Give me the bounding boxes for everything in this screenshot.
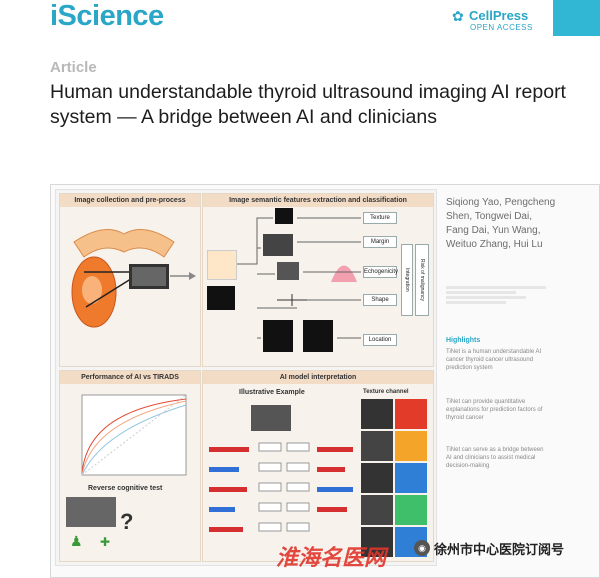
heatmap-grid xyxy=(361,399,427,557)
highlight-item: TiNet can serve as a bridge between AI a… xyxy=(446,447,544,469)
corner-accent xyxy=(553,0,600,36)
highlight-item: TiNet can provide quantitative explanati… xyxy=(446,399,543,421)
watermark-left: 淮海名医网 xyxy=(276,545,387,570)
panel-title: Image collection and pre-process xyxy=(60,194,200,207)
texture-patch xyxy=(275,208,293,224)
person-icon: ♟ xyxy=(70,533,83,549)
us-image-a xyxy=(66,497,116,527)
thyroid-illustration xyxy=(71,229,196,328)
journal-name: iScience xyxy=(50,0,164,32)
feature-box: Texture xyxy=(363,212,397,224)
correspondence-block xyxy=(446,284,546,306)
highlights-title: Highlights xyxy=(446,337,481,344)
illustrative-title: Illustrative Example xyxy=(239,389,305,396)
example-image xyxy=(251,405,291,431)
risk-box: Risk of malignancy xyxy=(415,244,429,316)
texture-channel-title: Texture channel xyxy=(363,389,409,395)
panel-title: Image semantic features extraction and c… xyxy=(203,194,433,207)
location-mask-a xyxy=(263,320,293,352)
highlight-item: TiNet is a human understandable AI cance… xyxy=(446,349,542,371)
graphical-abstract-figure: Image collection and pre-process Image s… xyxy=(55,189,437,566)
panel-title: AI model interpretation xyxy=(203,371,433,384)
author-list: Siqiong Yao, Pengcheng Shen, Tongwei Dai… xyxy=(446,197,556,250)
feature-box: Location xyxy=(363,334,397,346)
feature-box: Shape xyxy=(363,294,397,306)
watermark-right: 徐州市中心医院订阅号 xyxy=(434,542,565,557)
open-access-label: OPEN ACCESS xyxy=(470,23,533,32)
input-image xyxy=(207,250,237,280)
article-title: Human understandable thyroid ultrasound … xyxy=(50,81,566,128)
doctor-icon: ✚ xyxy=(100,535,111,549)
panel-preprocess: Image collection and pre-process xyxy=(59,193,201,367)
integration-box: Integration xyxy=(401,244,413,316)
panel-performance: Performance of AI vs TIRADS Reverse cogn… xyxy=(59,370,201,562)
feature-box: Echogenicity xyxy=(363,266,398,278)
margin-patch xyxy=(263,234,293,256)
roc-curve-chart xyxy=(81,394,187,476)
article-type: Article xyxy=(50,59,97,76)
mask-image xyxy=(207,286,235,310)
flow-arrows xyxy=(237,217,361,339)
wechat-icon: ◉ xyxy=(414,540,430,556)
location-mask-b xyxy=(303,320,333,352)
question-mark: ? xyxy=(120,509,134,534)
publisher-name: CellPress xyxy=(469,8,529,23)
publisher-logo: ✿ CellPress OPEN ACCESS xyxy=(452,8,544,32)
factor-bars xyxy=(209,442,353,532)
echo-patch xyxy=(277,262,299,280)
panel-title: Performance of AI vs TIRADS xyxy=(60,371,200,384)
reverse-test-title: Reverse cognitive test xyxy=(88,485,163,492)
panel-interpretation: AI model interpretation Illustrative Exa… xyxy=(202,370,434,562)
histogram-icon xyxy=(331,265,357,282)
feature-box: Margin xyxy=(363,236,397,248)
cellpress-logo-icon: ✿ xyxy=(452,7,464,24)
panel-feature-extraction: Image semantic features extraction and c… xyxy=(202,193,434,367)
